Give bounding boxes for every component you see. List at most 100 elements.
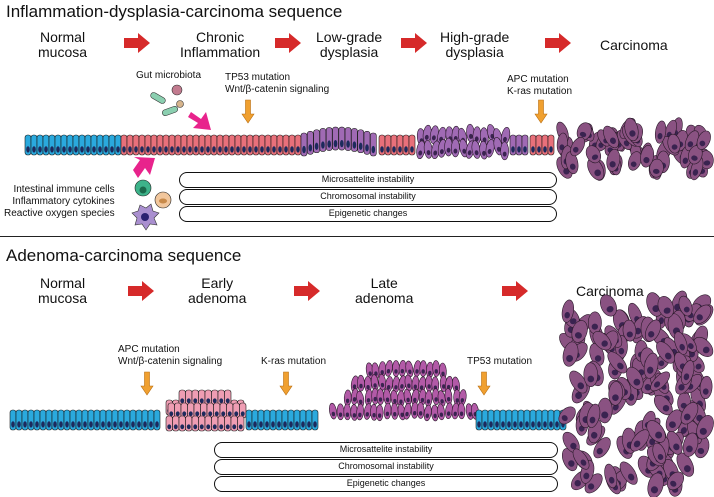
- bottom-carcinoma-cell-nucleus: [683, 413, 691, 421]
- bottom-carcinoma-cell-nucleus: [591, 323, 598, 330]
- bottom-late-adenoma-cell-nucleus: [377, 413, 382, 418]
- top-inflamed-cell-nucleus: [386, 146, 390, 153]
- bottom-late-adenoma-cell: [383, 402, 392, 420]
- bottom-late-adenoma-cell-nucleus: [454, 385, 459, 391]
- bottom-normal-cell-nucleus: [113, 421, 117, 428]
- bottom-early-adenoma-cell-nucleus: [219, 424, 224, 430]
- bottom-late-adenoma-cell-nucleus: [460, 398, 464, 403]
- bottom-late-adenoma-cell-nucleus: [386, 368, 391, 374]
- bottom-normal-cell-nucleus: [107, 421, 111, 428]
- bottom-late-adenoma-cell-nucleus: [338, 412, 343, 417]
- bottom-stage-arrow-1: [128, 281, 154, 301]
- top-stage-arrow-1: [124, 33, 150, 53]
- top-hg-dysplasia-cell-nucleus: [426, 150, 431, 156]
- top-inflamed-cell-nucleus: [242, 146, 246, 153]
- bottom-carcinoma-cell: [583, 362, 599, 387]
- bottom-late-adenoma-cell-nucleus: [366, 398, 371, 403]
- bottom-carcinoma-cell-nucleus: [646, 366, 654, 374]
- bottom-late-adenoma-cell-nucleus: [368, 371, 372, 376]
- top-normal-cell-nucleus: [50, 146, 54, 153]
- bottom-late-adenoma-cell-nucleus: [378, 397, 383, 402]
- top-inflamed-cell-nucleus: [296, 146, 300, 153]
- bottom-early-adenoma-cell-nucleus: [199, 398, 204, 404]
- immune-cell-nucleus: [139, 186, 147, 194]
- top-dysplasia-cell-nucleus: [327, 140, 332, 148]
- bottom-carcinoma-cell-nucleus: [673, 443, 680, 451]
- bottom-normal-cell-nucleus: [71, 421, 75, 428]
- top-normal-cell-nucleus: [44, 146, 48, 153]
- bottom-carcinoma-cell-nucleus: [655, 431, 663, 439]
- bottom-late-adenoma-cell-nucleus: [425, 413, 430, 418]
- top-stage-normal-mucosa: Normal mucosa: [38, 29, 88, 60]
- bottom-early-adenoma-cell-nucleus: [232, 424, 237, 430]
- top-dysplasia-cell-nucleus: [358, 142, 363, 150]
- bottom-late-adenoma-cell: [357, 374, 365, 392]
- top-hg-dysplasia-cell-nucleus: [468, 133, 473, 139]
- bottom-stage-normal-mucosa: Normal mucosa: [38, 275, 88, 306]
- bottom-box-microsatellite: Microsattelite instability: [214, 442, 558, 458]
- bottom-late-adenoma-cell: [423, 404, 432, 422]
- top-inflamed-cell-nucleus: [170, 146, 174, 153]
- bottom-normal-cell-nucleus: [519, 421, 523, 428]
- top-dysplasia-cell-nucleus: [523, 146, 527, 153]
- top-hg-dysplasia-cell-nucleus: [496, 146, 501, 152]
- bottom-normal-cell-nucleus: [549, 421, 553, 428]
- bottom-carcinoma-cell-nucleus: [678, 384, 685, 391]
- bottom-late-adenoma-cell-nucleus: [455, 398, 459, 403]
- bottom-late-adenoma-cell: [403, 388, 412, 406]
- top-stage-carcinoma: Carcinoma: [600, 37, 668, 53]
- bottom-carcinoma-cell-nucleus: [662, 405, 670, 412]
- top-inflamed-cell-nucleus: [206, 146, 210, 153]
- bottom-carcinoma-cell-nucleus: [663, 307, 671, 314]
- bottom-late-adenoma-cell-nucleus: [434, 397, 438, 402]
- top-hg-dysplasia-cell-nucleus: [424, 134, 429, 140]
- top-stage-arrow-4: [545, 33, 571, 53]
- top-dysplasia-cell-nucleus: [346, 140, 350, 148]
- bottom-late-adenoma-cell-nucleus: [399, 399, 403, 404]
- bottom-late-adenoma-cell: [403, 403, 412, 420]
- bottom-early-adenoma-cell-nucleus: [169, 411, 174, 417]
- top-inflamed-cell-nucleus: [266, 146, 270, 153]
- bottom-early-adenoma-cell-nucleus: [193, 424, 198, 430]
- top-inflamed-cell-nucleus: [224, 146, 228, 153]
- top-inflamed-cell-nucleus: [158, 146, 162, 153]
- bottom-late-adenoma-cell-nucleus: [408, 369, 412, 374]
- bottom-normal-cell-nucleus: [137, 421, 141, 428]
- microbe-rod: [162, 105, 178, 117]
- bottom-early-adenoma-cell-nucleus: [208, 411, 213, 417]
- top-inflamed-cell-nucleus: [398, 146, 402, 153]
- top-hg-dysplasia-cell-nucleus: [439, 149, 444, 155]
- bottom-carcinoma-cell-nucleus: [583, 472, 590, 480]
- bottom-late-adenoma-cell: [384, 360, 393, 377]
- bottom-late-adenoma-cell-nucleus: [400, 384, 404, 389]
- bottom-normal-cell-nucleus: [11, 421, 15, 428]
- bottom-carcinoma-cell-nucleus: [596, 447, 603, 455]
- bottom-carcinoma-cell-nucleus: [574, 332, 582, 339]
- immune-cell-nucleus: [141, 213, 149, 221]
- top-inflamed-cell-nucleus: [122, 146, 126, 153]
- bottom-normal-cell-nucleus: [301, 421, 305, 428]
- bottom-late-adenoma-cell-nucleus: [331, 411, 336, 417]
- bottom-carcinoma-cell-nucleus: [702, 346, 710, 354]
- top-inflamed-cell-nucleus: [236, 146, 240, 153]
- bottom-late-adenoma-cell-nucleus: [468, 412, 472, 417]
- bottom-early-adenoma-cell-nucleus: [225, 398, 230, 404]
- top-dysplasia-cell-nucleus: [302, 145, 306, 154]
- top-carcinoma-cell-nucleus: [573, 146, 579, 153]
- bottom-normal-cell-nucleus: [53, 421, 57, 428]
- bottom-stage-late-adenoma: Late adenoma: [355, 275, 414, 306]
- bottom-carcinoma-cell-nucleus: [570, 442, 577, 450]
- bottom-early-adenoma-cell-nucleus: [199, 424, 204, 430]
- bottom-normal-cell-nucleus: [307, 421, 311, 428]
- bottom-normal-cell-nucleus: [59, 421, 63, 428]
- top-apc-kras-arrow: [534, 99, 548, 124]
- top-carcinoma-cell-nucleus: [559, 144, 565, 151]
- bottom-early-adenoma-cell-nucleus: [167, 424, 172, 430]
- top-inflamed-cell-nucleus: [549, 146, 553, 153]
- bottom-normal-cell-nucleus: [259, 421, 263, 428]
- bottom-early-adenoma-cell-nucleus: [227, 411, 232, 417]
- bottom-normal-cell-nucleus: [131, 421, 135, 428]
- bottom-late-adenoma-cell-nucleus: [345, 398, 350, 404]
- bottom-late-adenoma-cell-nucleus: [418, 411, 423, 416]
- top-inflamed-cell-nucleus: [230, 146, 234, 153]
